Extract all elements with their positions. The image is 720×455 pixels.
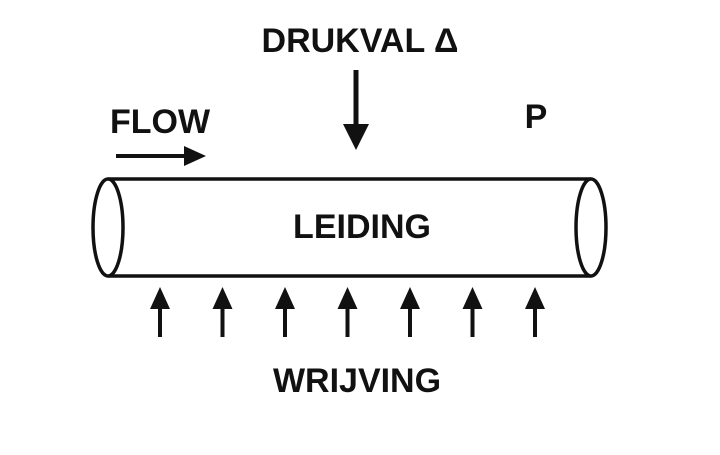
flow-label: FLOW <box>110 103 211 141</box>
friction-arrow <box>275 287 295 337</box>
friction-arrow <box>212 287 233 337</box>
friction-arrows <box>150 287 545 337</box>
friction-arrow <box>462 287 483 337</box>
flow-arrow <box>116 146 206 166</box>
friction-arrow <box>525 287 545 337</box>
friction-arrow <box>150 287 170 337</box>
pressure-drop-arrow <box>343 70 369 150</box>
pipe-right-end <box>574 177 608 278</box>
pipe <box>91 177 608 278</box>
pressure-drop-label: DRUKVAL Δ <box>262 22 459 60</box>
friction-arrow <box>337 287 358 337</box>
friction-label: WRIJVING <box>273 362 441 400</box>
pipe-left-end <box>91 177 125 278</box>
pressure-label: P <box>525 98 548 136</box>
pipe-label: LEIDING <box>293 208 431 246</box>
friction-arrow <box>400 287 420 337</box>
